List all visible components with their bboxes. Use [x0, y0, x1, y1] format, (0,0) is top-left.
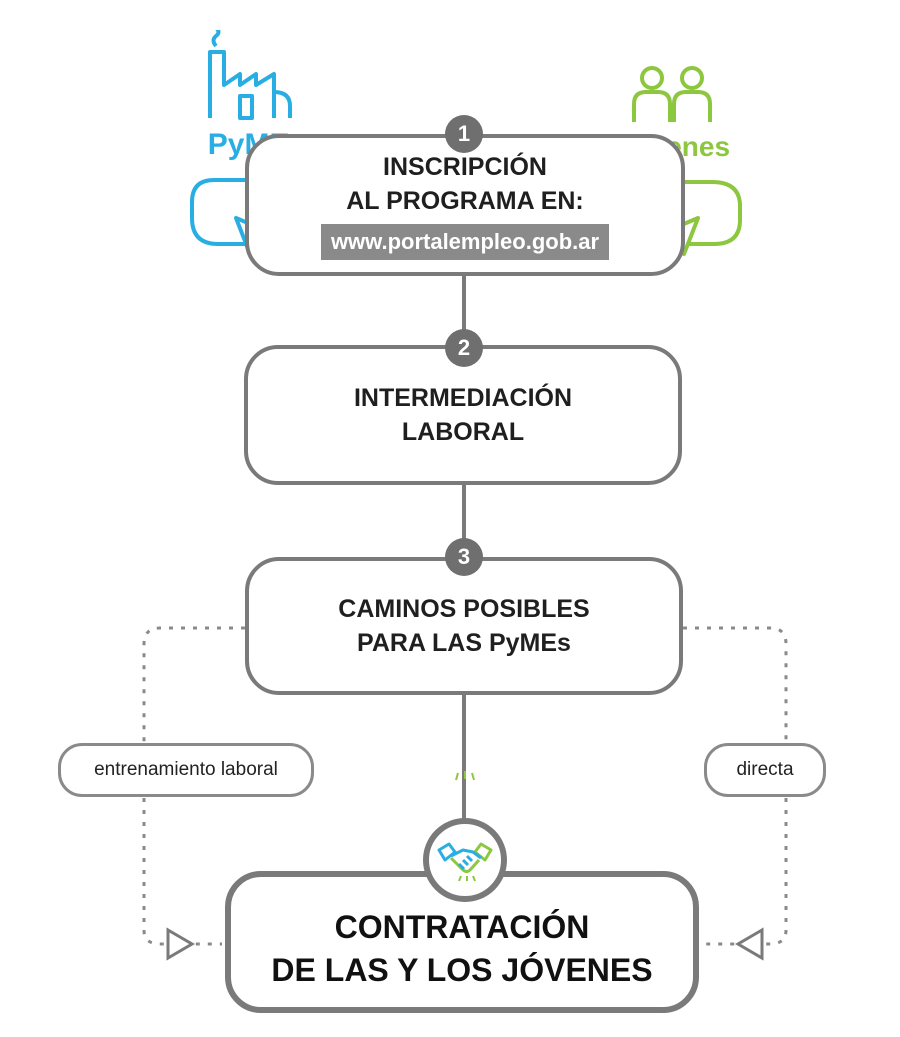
two-people-icon [632, 66, 712, 122]
step-1-title-line-1: INSCRIPCIÓN [383, 153, 547, 181]
handshake-badge [423, 818, 507, 902]
portal-url[interactable]: www.portalempleo.gob.ar [320, 224, 610, 260]
step-3-box: CAMINOS POSIBLES PARA LAS PyMEs [245, 557, 683, 695]
step-2-number: 2 [445, 329, 483, 367]
path-entrenamiento-pill: entrenamiento laboral [58, 743, 314, 797]
right-arrowhead [735, 927, 764, 961]
left-arrowhead [166, 927, 195, 961]
path-directa-pill: directa [704, 743, 826, 797]
step-1-box: INSCRIPCIÓN AL PROGRAMA EN: www.portalem… [245, 134, 685, 276]
final-title-line-1: CONTRATACIÓN [334, 909, 590, 945]
step-1-title-line-2: AL PROGRAMA EN: [346, 187, 584, 215]
step-1-number: 1 [445, 115, 483, 153]
step-2-box: INTERMEDIACIÓN LABORAL [244, 345, 682, 485]
step-3-title-line-1: CAMINOS POSIBLES [338, 595, 590, 623]
factory-icon [208, 30, 292, 120]
step-3-title-line-2: PARA LAS PyMEs [357, 629, 571, 657]
step-2-title-line-2: LABORAL [401, 418, 525, 446]
handshake-icon [437, 842, 493, 882]
step-3-number: 3 [445, 538, 483, 576]
step-2-title-line-1: INTERMEDIACIÓN [353, 384, 573, 412]
final-title-line-2: DE LAS Y LOS JÓVENES [271, 952, 653, 988]
